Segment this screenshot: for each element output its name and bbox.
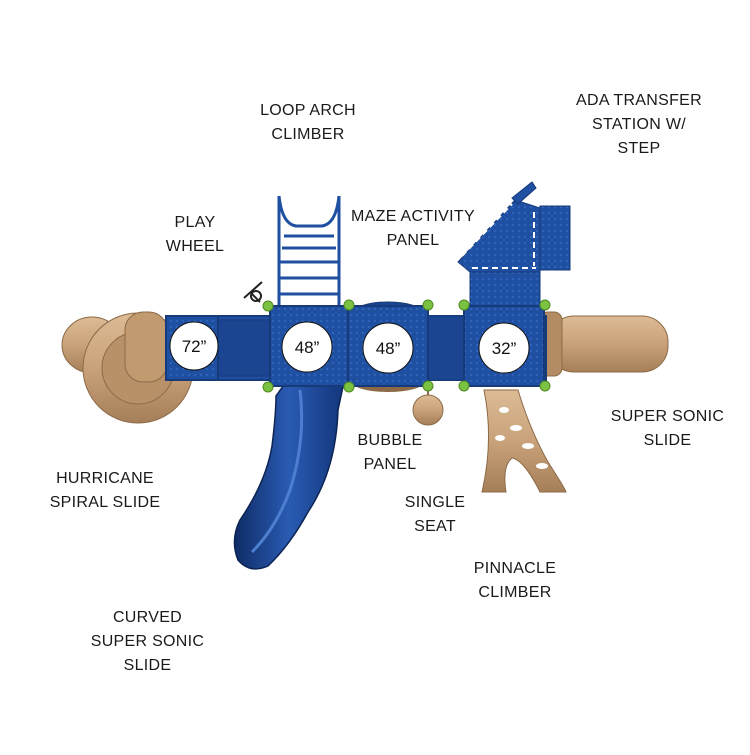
deck-height-label: 48” (295, 338, 320, 357)
pinnacle-climber (481, 389, 567, 493)
ada-transfer-station (457, 181, 571, 311)
deck-height-label: 48” (376, 339, 401, 358)
deck-32: 32” (463, 305, 545, 387)
deck-48-a: 48” (269, 305, 349, 387)
post-caps (262, 299, 551, 393)
curved-super-sonic-slide (233, 381, 345, 570)
play-wheel (243, 281, 263, 303)
super-sonic-slide (539, 311, 669, 377)
deck-height-label: 32” (492, 339, 517, 358)
loop-arch-climber (277, 195, 341, 312)
deck-72: 72” (165, 315, 219, 381)
deck-48-b: 48” (347, 305, 429, 387)
deck-height-label: 72” (182, 337, 207, 356)
